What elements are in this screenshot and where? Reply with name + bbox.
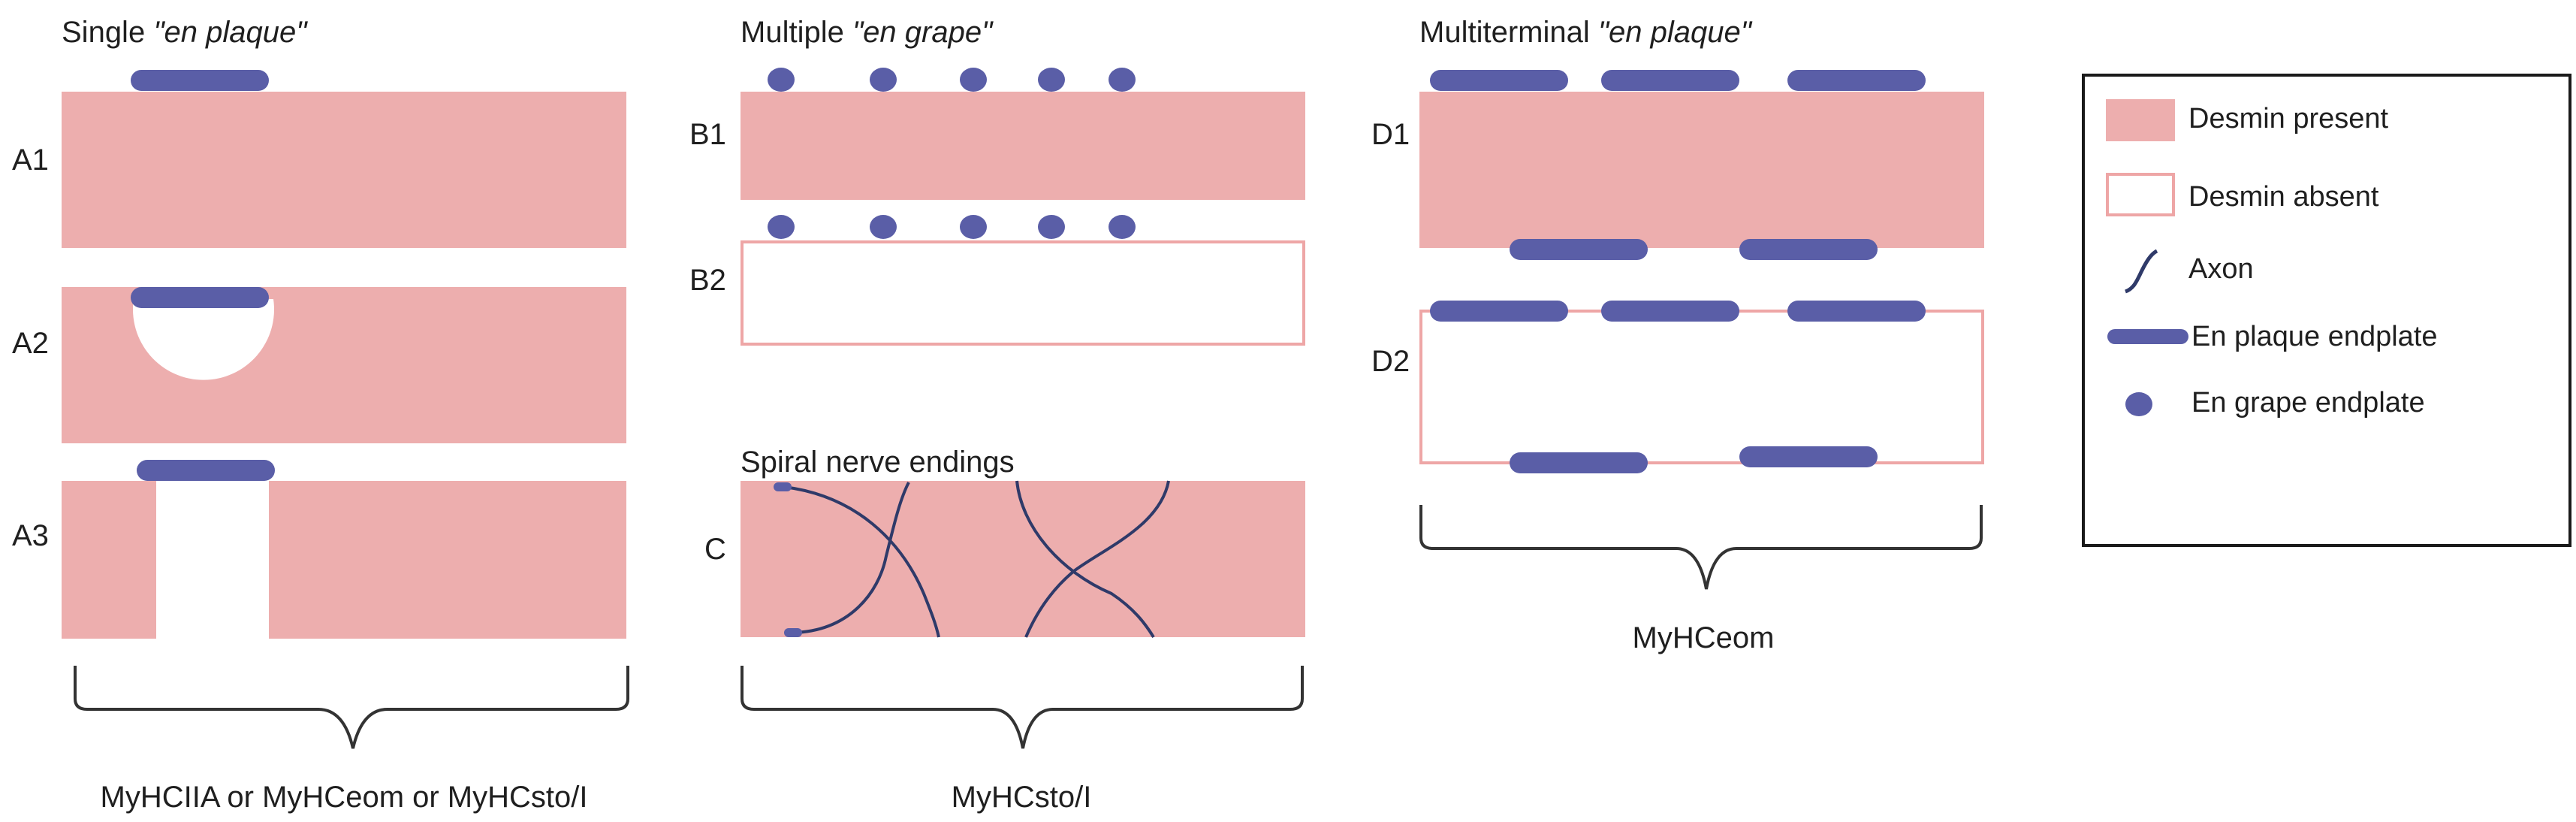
en-grape-endplate-b2-5 [1109,215,1136,239]
spiral-title: Spiral nerve endings [741,446,1015,479]
en-grape-endplate-b2-1 [768,215,795,239]
panel-multiterminal: Multiterminal "en plaque" D1 D2 MyHCeom [1371,16,1984,654]
row-label-b1: B1 [689,118,726,151]
legend-en-plaque: En plaque endplate [2191,321,2438,352]
en-grape-endplate-b2-2 [870,215,897,239]
row-label-b2: B2 [689,264,726,297]
en-plaque-endplate-d1-bottom-2 [1739,239,1878,260]
en-plaque-icon [2107,329,2188,344]
legend-axon: Axon [2188,253,2254,285]
row-label-c: C [704,533,726,566]
en-grape-endplate-b1-3 [960,68,987,92]
en-grape-endplate-b1-4 [1038,68,1065,92]
en-grape-endplate-b2-3 [960,215,987,239]
row-label-a3: A3 [12,519,49,552]
axon-c-4 [1024,480,1170,638]
en-grape-endplate-b1-1 [768,68,795,92]
row-label-d1: D1 [1371,118,1410,151]
fiber-a1 [62,92,626,248]
spiral-ending-bottom [784,628,802,637]
panel-multiple: Multiple "en grape" B1 B2 Spiral nerve e… [689,16,1305,814]
axon-c-1 [783,485,940,638]
panel-multiple-title: Multiple "en grape" [741,16,994,49]
caption-multiterminal: MyHCeom [1633,621,1775,654]
fiber-b2 [741,240,1305,346]
en-grape-endplate-b1-5 [1109,68,1136,92]
legend-desmin-absent: Desmin absent [2188,181,2379,213]
caption-multiple: MyHCsto/I [952,781,1092,814]
en-grape-icon [2125,392,2152,416]
legend: Desmin present Desmin absent Axon En pla… [2082,74,2571,547]
en-plaque-endplate-d2-top-3 [1787,301,1926,322]
legend-en-grape: En grape endplate [2191,387,2425,419]
legend-desmin-present: Desmin present [2188,103,2389,134]
desmin-absent-icon [2106,173,2175,216]
en-plaque-endplate-d2-bottom-1 [1510,452,1648,473]
bracket-multiple [741,666,1304,749]
en-plaque-endplate-a2 [131,287,269,308]
en-plaque-endplate-d1-top-3 [1787,70,1926,91]
row-label-d2: D2 [1371,345,1410,378]
spiral-ending-top [774,482,792,491]
en-plaque-endplate-d1-top-1 [1430,70,1568,91]
fiber-d1 [1419,92,1984,248]
desmin-present-icon [2106,99,2175,141]
axon-icon [2125,249,2158,294]
fiber-d2 [1419,310,1984,464]
en-plaque-endplate-d2-top-1 [1430,301,1568,322]
fiber-a3-left [62,481,156,639]
legend-box [2082,74,2571,547]
panel-single: Single "en plaque" A1 A2 A3 MyHCIIA or M… [12,16,629,814]
bracket-multiterminal [1419,505,1983,590]
panel-multiterminal-title: Multiterminal "en plaque" [1419,16,1753,49]
axon-c-2 [792,482,910,634]
panel-single-title: Single "en plaque" [62,16,308,49]
row-label-a2: A2 [12,327,49,360]
en-plaque-endplate-d2-bottom-2 [1739,446,1878,467]
fiber-a3-right [269,481,626,639]
en-grape-endplate-b1-2 [870,68,897,92]
caption-single: MyHCIIA or MyHCeom or MyHCsto/I [101,781,588,814]
en-grape-endplate-b2-4 [1038,215,1065,239]
en-plaque-endplate-a1 [131,70,269,91]
fiber-b1 [741,92,1305,200]
row-label-a1: A1 [12,144,49,177]
en-plaque-endplate-a3 [137,460,275,481]
axon-c-3 [1015,480,1155,639]
denervation-pocket-a2 [133,299,274,380]
en-plaque-endplate-d2-top-2 [1601,301,1739,322]
en-plaque-endplate-d1-top-2 [1601,70,1739,91]
bracket-single [74,666,629,749]
en-plaque-endplate-d1-bottom-1 [1510,239,1648,260]
